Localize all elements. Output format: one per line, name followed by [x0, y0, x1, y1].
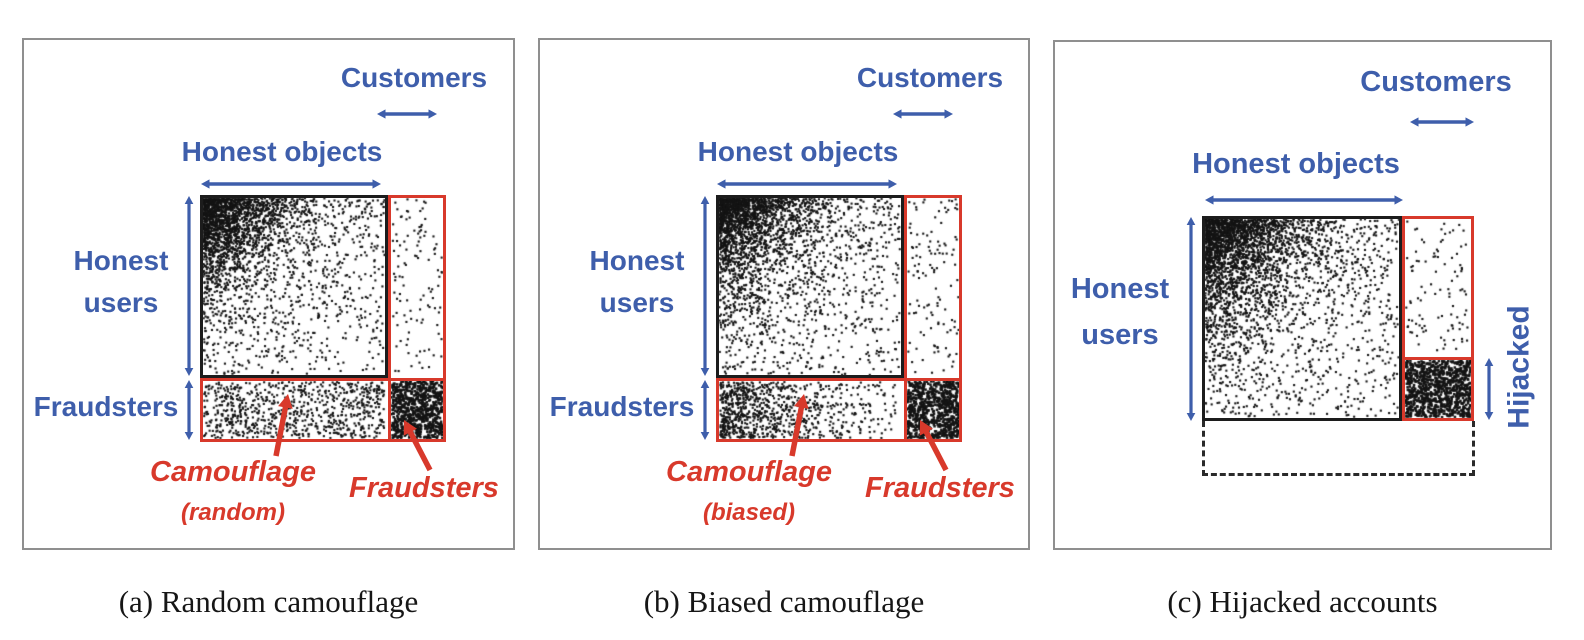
honest-users-label: Honest users: [58, 240, 184, 324]
camouflage-pointer-arrow: [789, 394, 809, 457]
panel-biased-camouflage: Customers Honest objects Honest users Fr…: [538, 38, 1030, 550]
adjacency-scatter-canvas: [1202, 216, 1475, 422]
honest-objects-label: Honest objects: [1192, 148, 1400, 180]
honest-users-line2: users: [599, 287, 675, 318]
customers-extent-arrow: [893, 109, 953, 119]
customers-label: Customers: [856, 62, 1004, 93]
caption-b: (b) Biased camouflage: [643, 584, 925, 619]
honest-users-label: Honest users: [1057, 266, 1183, 358]
customers-label: Customers: [1360, 66, 1512, 98]
adjacency-scatter-canvas: [716, 195, 964, 443]
hijacked-extent-arrow: [1484, 358, 1494, 420]
fraudsters-pointer-arrow: [403, 420, 433, 472]
camouflage-row-outline: [200, 378, 446, 442]
honest-users-extent-arrow: [1186, 217, 1196, 421]
honest-matrix-outline: [1202, 216, 1402, 421]
honest-users-line2: users: [1081, 319, 1159, 351]
honest-objects-extent-arrow: [1205, 195, 1403, 205]
honest-objects-extent-arrow: [201, 179, 381, 189]
fraudsters-pointer-arrow: [919, 420, 949, 472]
fraudsters-block-label: Fraudsters: [349, 472, 499, 504]
customers-label: Customers: [340, 62, 488, 93]
caption-a: (a) Random camouflage: [118, 584, 419, 619]
customers-extent-arrow: [1410, 117, 1474, 127]
hijacked-block-outline: [1402, 357, 1474, 421]
fraudsters-block-label: Fraudsters: [865, 472, 1015, 504]
honest-objects-label: Honest objects: [181, 136, 383, 167]
caption-c: (c) Hijacked accounts: [1167, 584, 1438, 619]
honest-users-line1: Honest: [73, 245, 169, 276]
honest-objects-extent-arrow: [717, 179, 897, 189]
camouflage-label: Camouflage: [666, 456, 832, 488]
honest-users-extent-arrow: [184, 196, 194, 376]
panel-hijacked-accounts: Customers Honest objects Honest users Hi…: [1053, 40, 1552, 550]
fraudsters-extent-arrow: [700, 380, 710, 440]
honest-users-line1: Honest: [589, 245, 685, 276]
camouflage-pointer-arrow: [273, 394, 293, 457]
honest-objects-label: Honest objects: [697, 136, 899, 167]
honest-users-extent-arrow: [700, 196, 710, 376]
honest-matrix-outline: [200, 195, 388, 378]
panel-random-camouflage: Customers Honest objects Honest users Fr…: [22, 38, 515, 550]
honest-users-label: Honest users: [574, 240, 700, 324]
honest-users-line2: users: [83, 287, 159, 318]
hijacked-label: Hijacked: [1502, 305, 1536, 429]
adjacency-scatter-canvas: [200, 195, 448, 443]
camouflage-type-label: (biased): [702, 499, 795, 526]
honest-users-line1: Honest: [1070, 273, 1170, 305]
fraudsters-axis-label: Fraudsters: [33, 391, 179, 422]
fraudsters-extent-arrow: [184, 380, 194, 440]
camouflage-row-outline: [716, 378, 962, 442]
camouflage-type-label: (random): [181, 499, 285, 526]
customers-extent-arrow: [377, 109, 437, 119]
honest-matrix-outline: [716, 195, 904, 378]
fraudsters-axis-label: Fraudsters: [549, 391, 695, 422]
removed-fraudsters-dashed-outline: [1202, 421, 1475, 476]
camouflage-label: Camouflage: [150, 456, 316, 488]
